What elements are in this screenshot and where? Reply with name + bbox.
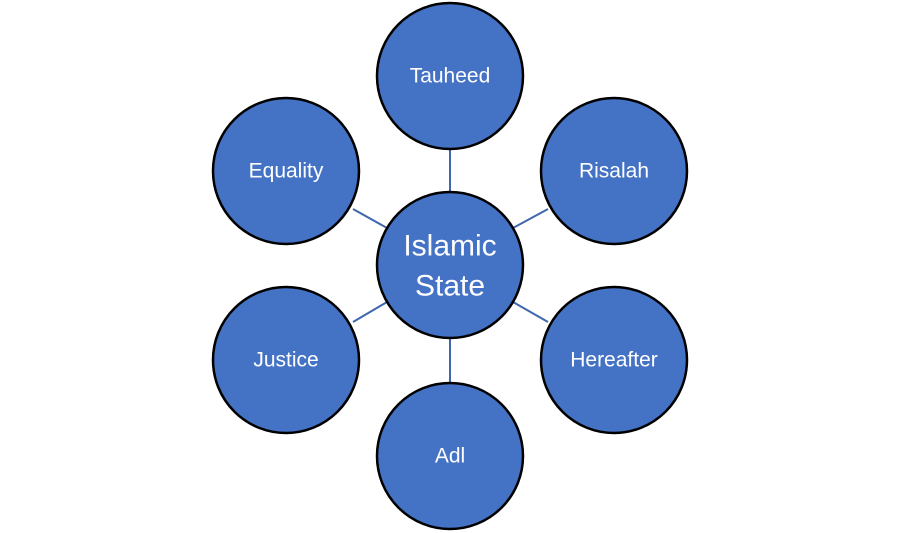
node-tauheed-label: Tauheed (410, 65, 491, 88)
node-justice: Justice (211, 285, 361, 435)
node-hereafter-label: Hereafter (570, 349, 658, 372)
center-node-circle (375, 190, 525, 340)
center-label-line2: State (415, 270, 485, 303)
connectors (352, 149, 549, 382)
connector-risalah (512, 208, 549, 229)
node-risalah-label: Risalah (579, 160, 649, 183)
connector-hereafter (512, 301, 549, 323)
node-hereafter-circle (539, 285, 689, 435)
node-adl-label: Adl (435, 445, 465, 468)
node-equality: Equality (211, 96, 361, 246)
node-risalah-circle (539, 96, 689, 246)
center-node: Islamic State (375, 190, 525, 340)
node-hereafter: Hereafter (539, 285, 689, 435)
node-tauheed: Tauheed (375, 1, 525, 151)
node-justice-circle (211, 285, 361, 435)
center-label-line1: Islamic (403, 230, 496, 263)
node-equality-label: Equality (249, 160, 324, 183)
node-justice-label: Justice (253, 349, 318, 372)
connector-equality (352, 208, 388, 229)
node-risalah: Risalah (539, 96, 689, 246)
node-equality-circle (211, 96, 361, 246)
connector-justice (352, 301, 388, 323)
node-adl: Adl (375, 381, 525, 531)
node-adl-circle (375, 381, 525, 531)
node-tauheed-circle (375, 1, 525, 151)
